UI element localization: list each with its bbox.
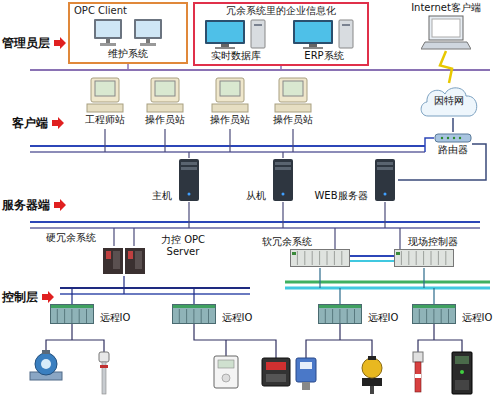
soft-redundant-rack: 软冗余系统 [262, 236, 350, 267]
drive-unit [452, 352, 472, 394]
server-tower: 从机 [244, 158, 296, 202]
layer-label: 客户端 [12, 116, 48, 130]
connector [452, 118, 454, 132]
layer-label: 控制层 [2, 290, 38, 304]
io-icon [412, 304, 456, 324]
node-label: WEB服务器 [312, 190, 370, 202]
connector [398, 144, 486, 180]
field-controller: 现场控制器 [394, 236, 458, 267]
node-label: 软冗余系统 [262, 236, 318, 248]
mon2-icon [88, 18, 168, 48]
crt-icon [145, 76, 185, 114]
node-label: 远程IO [364, 312, 402, 324]
io-icon [172, 304, 216, 324]
crt-icon [85, 76, 125, 114]
server-bus [30, 202, 480, 250]
rack-icon [290, 249, 350, 267]
montower-icon [289, 18, 359, 50]
remote-io: 远程IO [318, 304, 402, 324]
meter-white [214, 356, 238, 388]
tower-icon [372, 158, 398, 202]
node-label: 主机 [150, 190, 174, 202]
io-icon [50, 304, 94, 324]
control-bus-left [60, 276, 250, 304]
meter-dark [262, 358, 290, 386]
flowmeter [30, 350, 62, 380]
layer-arrows [42, 37, 66, 303]
internet-cloud: 因特网 [418, 84, 480, 118]
maintenance-station: 维护系统 [88, 18, 168, 60]
rack-icon [394, 249, 454, 267]
hard-redundant-plc: 硬冗余系统 力控 OPC Server [40, 232, 216, 276]
erp-station: ERP系统 [289, 18, 359, 62]
node-label: 现场控制器 [408, 236, 458, 248]
router-icon [434, 132, 472, 144]
client-bus [30, 129, 434, 158]
temperature-probe [99, 352, 109, 394]
router: 路由器 [434, 132, 472, 156]
tower-icon [270, 158, 296, 202]
operator-station: 操作员站 [268, 76, 318, 126]
remote-io: 远程IO [172, 304, 256, 324]
node-label: ERP系统 [289, 50, 359, 62]
operator-station: 操作员站 [205, 76, 255, 126]
node-label: Internet客户端 [398, 2, 494, 14]
node-label: 远程IO [458, 312, 496, 324]
valve [362, 356, 382, 394]
engineer-station: 工程师站 [80, 76, 130, 126]
layer-label: 管理员层 [2, 36, 50, 50]
plc2-icon [102, 246, 146, 276]
node-label: 硬冗余系统 [40, 232, 102, 244]
group-box: OPC Client 维护系统 [68, 2, 188, 64]
node-label: 操作员站 [268, 114, 318, 126]
layer-label: 服务器端 [2, 198, 50, 212]
remote-io: 远程IO [50, 304, 134, 324]
node-label: 远程IO [218, 312, 256, 324]
tower-icon [176, 158, 202, 202]
node-label: 路由器 [434, 144, 472, 156]
node-label: 远程IO [96, 312, 134, 324]
operator-station: 操作员站 [140, 76, 190, 126]
web-server: WEB服务器 [312, 158, 398, 202]
blue-transmitter [296, 358, 316, 390]
node-label: 因特网 [434, 95, 464, 107]
server-tower: 主机 [150, 158, 202, 202]
node-label: 冗余系统里的企业信息化 [226, 5, 336, 17]
laptop-icon [421, 14, 471, 50]
group-box: 冗余系统里的企业信息化实时数据库 ERP系统 [193, 2, 369, 66]
node-label: 实时数据库 [201, 50, 271, 62]
node-label: 维护系统 [88, 48, 168, 60]
crt-icon [210, 76, 250, 114]
level-probe [413, 352, 423, 392]
node-label: OPC Client [74, 5, 127, 17]
internet-client: Internet客户端 [398, 2, 494, 50]
remote-io: 远程IO [412, 304, 496, 324]
node-label: 力控 OPC Server [150, 234, 216, 258]
node-label: 操作员站 [205, 114, 255, 126]
io-icon [318, 304, 362, 324]
montower-icon [201, 18, 271, 50]
crt-icon [273, 76, 313, 114]
node-label: 工程师站 [80, 114, 130, 126]
node-label: 从机 [244, 190, 268, 202]
database-station: 实时数据库 [201, 18, 271, 62]
connector [440, 51, 452, 83]
node-label: 操作员站 [140, 114, 190, 126]
